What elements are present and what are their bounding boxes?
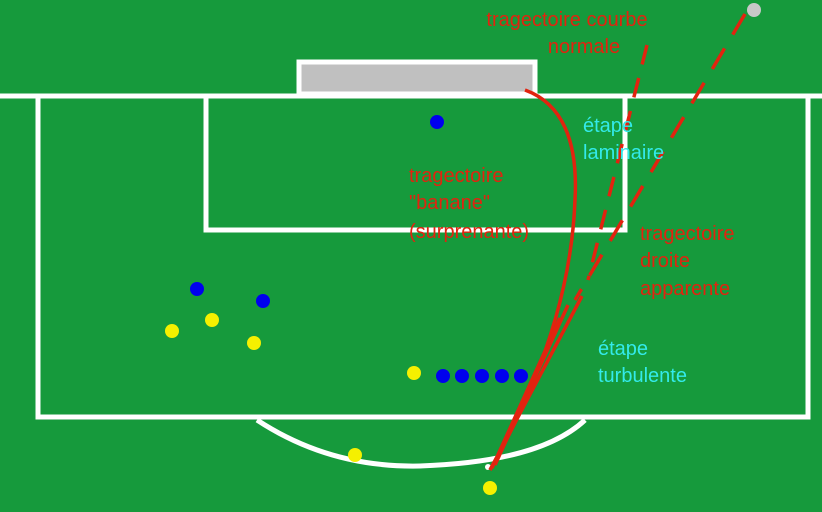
wall-player-blue (475, 369, 489, 383)
players-yellow (165, 313, 497, 495)
ball (747, 3, 761, 17)
player-yellow-kicker (483, 481, 497, 495)
label-banana-2: "banane" (409, 192, 490, 214)
label-straight-2: droite (640, 250, 690, 272)
player-yellow (407, 366, 421, 380)
players-blue (190, 115, 528, 383)
wall-player-blue (455, 369, 469, 383)
labels: tragectoire courbe normale tragectoire "… (409, 9, 735, 387)
penalty-box (35, 96, 811, 420)
label-straight-3: apparente (640, 278, 730, 300)
goal (296, 59, 538, 97)
goalkeeper-blue (430, 115, 444, 129)
label-curved-normal-2: normale (548, 36, 620, 58)
label-turbulent-1: étape (598, 338, 648, 360)
trajectories (488, 13, 747, 471)
player-yellow (165, 324, 179, 338)
straight-apparent-trajectory (573, 13, 747, 301)
player-yellow (247, 336, 261, 350)
player-blue (256, 294, 270, 308)
label-straight-1: tragectoire (640, 223, 735, 245)
pitch-lines (0, 59, 822, 469)
label-laminar-2: laminaire (583, 142, 664, 164)
wall-player-blue (495, 369, 509, 383)
label-curved-normal-1: tragectoire courbe (486, 9, 647, 31)
six-yard-box (203, 96, 628, 233)
player-yellow (205, 313, 219, 327)
penalty-arc (255, 417, 587, 469)
label-turbulent-2: turbulente (598, 365, 687, 387)
wall-player-blue (436, 369, 450, 383)
label-banana-3: (surprenante) (409, 221, 529, 243)
label-banana-1: tragectoire (409, 165, 504, 187)
player-blue (190, 282, 204, 296)
curved-normal-trajectory (586, 44, 649, 281)
turbulent-trajectory-bundle (488, 295, 584, 471)
wall-player-blue (514, 369, 528, 383)
player-yellow (348, 448, 362, 462)
label-laminar-1: étape (583, 115, 633, 137)
